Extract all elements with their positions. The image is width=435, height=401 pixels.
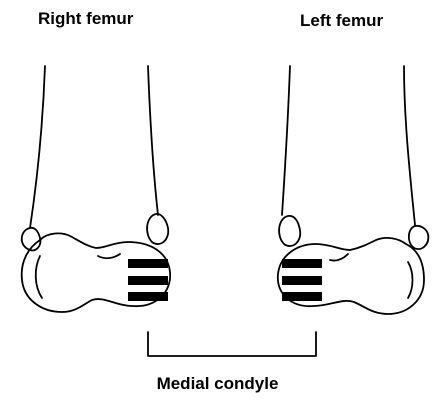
medial-condyle-bracket <box>148 332 316 356</box>
left-medial-condyle-marker <box>282 259 322 301</box>
left-femur <box>278 66 428 314</box>
right-femur-drawing <box>22 66 170 312</box>
right-medial-condyle-marker <box>128 259 168 301</box>
right-femur <box>22 66 170 312</box>
